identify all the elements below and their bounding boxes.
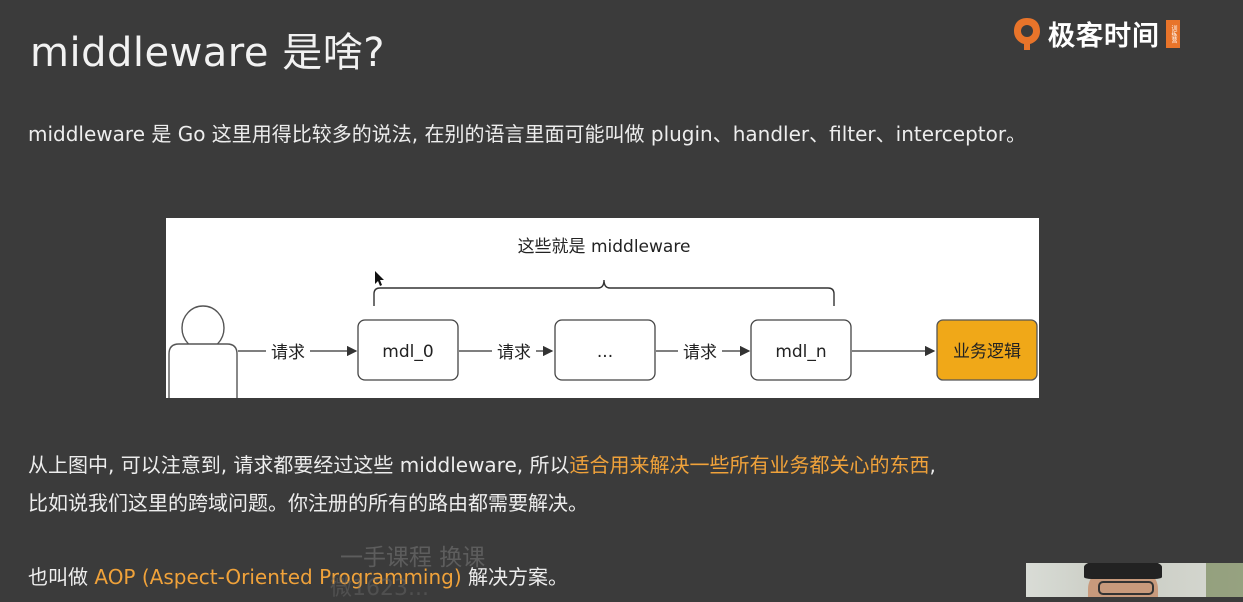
explanation-text-1: 从上图中, 可以注意到, 请求都要经过这些 middleware, 所以 (28, 453, 570, 477)
aop-text-2: 解决方案。 (461, 565, 569, 589)
presenter-webcam (1026, 563, 1243, 597)
mdl-n-label: mdl_n (775, 342, 826, 362)
presenter-glasses (1098, 581, 1154, 595)
business-logic-box (936, 319, 1038, 381)
intro-paragraph: middleware 是 Go 这里用得比较多的说法, 在别的语言里面可能叫做 … (28, 122, 1027, 146)
mdl-0-box (357, 319, 459, 381)
geektime-logo: 极客时间 训练营 (1012, 14, 1180, 53)
arrow-label-3: 请求 (683, 343, 717, 363)
business-logic-label: 业务逻辑 (953, 342, 1021, 362)
user-icon (168, 305, 238, 398)
geektime-logo-icon (1014, 17, 1040, 50)
aop-text-1: 也叫做 (28, 565, 95, 589)
slide-title: middleware 是啥? (30, 30, 385, 76)
cursor-icon (375, 271, 384, 286)
explanation-text-2: , (929, 453, 936, 477)
explanation-text-3: 比如说我们这里的跨域问题。你注册的所有的路由都需要解决。 (28, 491, 588, 515)
background-plant (1206, 563, 1243, 597)
ellipsis-label: ... (597, 342, 613, 362)
aop-highlight: AOP (Aspect-Oriented Programming) (94, 565, 462, 589)
arrow-label-2: 请求 (497, 343, 531, 363)
mdl-0-label: mdl_0 (382, 342, 433, 362)
logo-tag: 训练营 (1166, 19, 1180, 48)
aop-paragraph: 也叫做 AOP (Aspect-Oriented Programming) 解决… (28, 562, 568, 592)
brace (373, 279, 835, 306)
arrow-label-1: 请求 (271, 343, 305, 363)
ellipsis-box (554, 319, 656, 381)
presenter-hair (1084, 563, 1162, 579)
watermark-secondary: 微1623... (330, 576, 429, 601)
logo-text: 极客时间 (1048, 21, 1160, 52)
mdl-n-box (750, 319, 852, 381)
brace-label: 这些就是 middleware (518, 237, 691, 257)
middleware-diagram: 这些就是 middleware 请求 mdl_0 请求 ... 请求 mdl_n (166, 218, 1039, 398)
watermark: 一手课程 换课 (340, 545, 486, 571)
explanation-highlight: 适合用来解决一些所有业务都关心的东西 (569, 453, 930, 477)
explanation-paragraph: 从上图中, 可以注意到, 请求都要经过这些 middleware, 所以适合用来… (28, 446, 1178, 522)
